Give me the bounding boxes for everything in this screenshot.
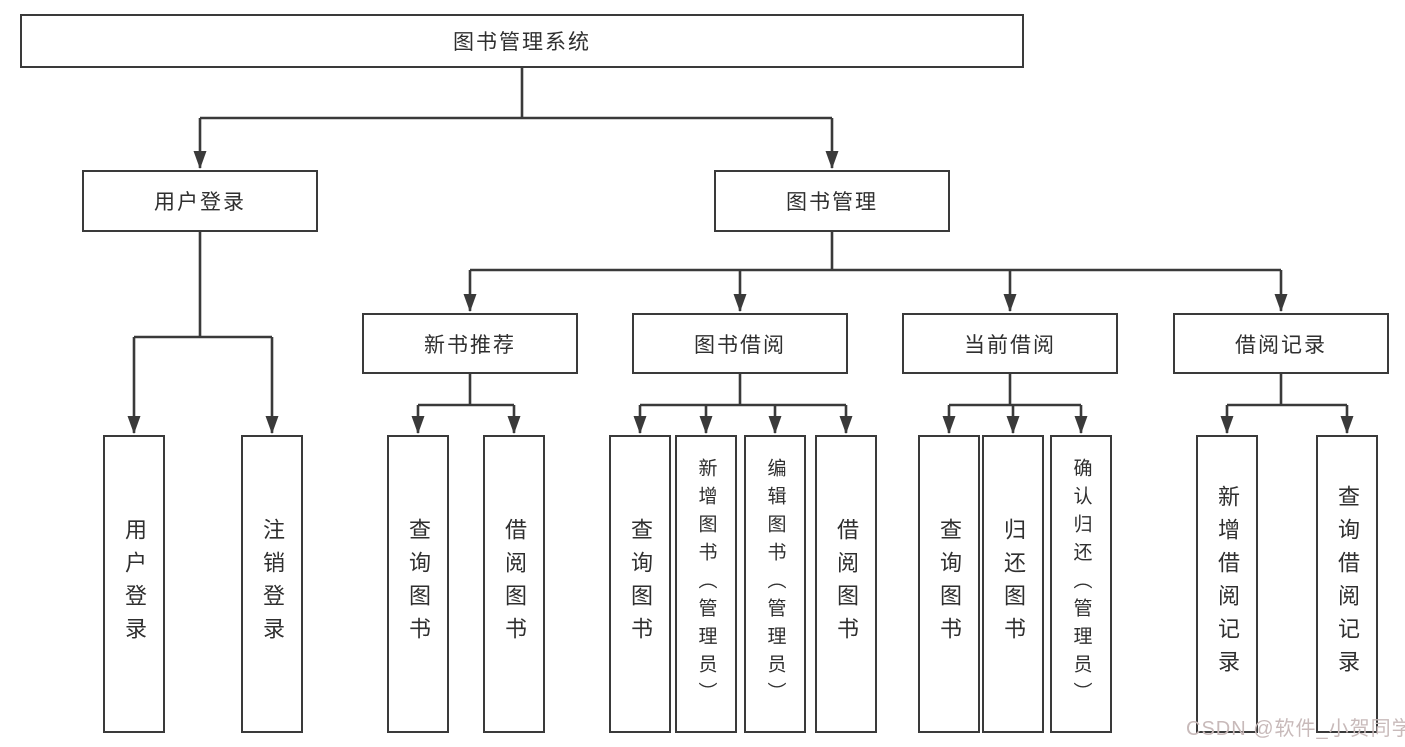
leaf-confirm-return-admin-label: 确认归还（管理员） (1070, 458, 1092, 710)
node-book-borrow-label: 图书借阅 (694, 333, 786, 357)
node-user-login-label: 用户登录 (154, 191, 246, 214)
leaf-edit-book-admin-label: 编辑图书（管理员） (764, 458, 786, 710)
leaf-query-books-recommend-label: 查询图书 (406, 518, 431, 650)
leaf-query-books-borrow-label: 查询图书 (628, 518, 653, 650)
node-book-management: 图书管理 (714, 170, 950, 232)
csdn-watermark: CSDN @软件_小贺同学 (1186, 718, 1405, 740)
leaf-query-borrow-record: 查询借阅记录 (1316, 435, 1378, 733)
leaf-edit-book-admin: 编辑图书（管理员） (744, 435, 806, 733)
leaf-return-book: 归还图书 (982, 435, 1044, 733)
node-new-book-recommend: 新书推荐 (362, 313, 578, 374)
leaf-borrow-books-recommend-label: 借阅图书 (502, 518, 527, 650)
node-user-login: 用户登录 (82, 170, 318, 232)
leaf-borrow-books-label: 借阅图书 (834, 518, 859, 650)
leaf-user-login-label: 用户登录 (122, 518, 147, 650)
node-current-borrow-label: 当前借阅 (964, 333, 1056, 357)
leaf-confirm-return-admin: 确认归还（管理员） (1050, 435, 1112, 733)
leaf-query-books-current: 查询图书 (918, 435, 980, 733)
leaf-query-books-borrow: 查询图书 (609, 435, 671, 733)
node-borrow-records-label: 借阅记录 (1235, 333, 1327, 357)
leaf-add-borrow-record-label: 新增借阅记录 (1215, 485, 1240, 683)
leaf-add-book-admin: 新增图书（管理员） (675, 435, 737, 733)
leaf-borrow-books: 借阅图书 (815, 435, 877, 733)
leaf-query-books-recommend: 查询图书 (387, 435, 449, 733)
node-root-system-label: 图书管理系统 (453, 31, 591, 54)
node-book-management-label: 图书管理 (786, 191, 878, 214)
node-borrow-records: 借阅记录 (1173, 313, 1389, 374)
leaf-logout-label: 注销登录 (260, 518, 285, 650)
leaf-add-book-admin-label: 新增图书（管理员） (695, 458, 717, 710)
node-root-system: 图书管理系统 (20, 14, 1024, 68)
leaf-user-login: 用户登录 (103, 435, 165, 733)
leaf-borrow-books-recommend: 借阅图书 (483, 435, 545, 733)
node-current-borrow: 当前借阅 (902, 313, 1118, 374)
node-book-borrow: 图书借阅 (632, 313, 848, 374)
leaf-add-borrow-record: 新增借阅记录 (1196, 435, 1258, 733)
node-new-book-recommend-label: 新书推荐 (424, 333, 516, 357)
leaf-logout: 注销登录 (241, 435, 303, 733)
leaf-query-books-current-label: 查询图书 (937, 518, 962, 650)
leaf-query-borrow-record-label: 查询借阅记录 (1335, 485, 1360, 683)
leaf-return-book-label: 归还图书 (1001, 518, 1026, 650)
